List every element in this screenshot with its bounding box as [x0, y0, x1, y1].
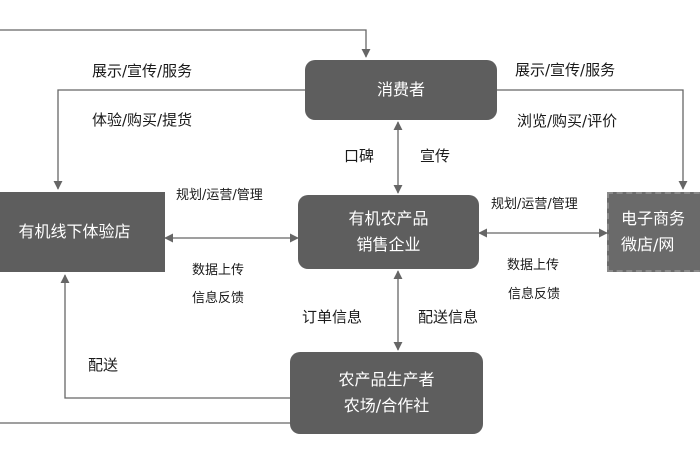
edge-top-loop — [0, 29, 371, 58]
label-delivery-info: 配送信息 — [418, 308, 479, 326]
node-ecommerce-line1: 电子商务 — [621, 209, 686, 228]
edge-producer-offline — [60, 274, 290, 399]
label-plan-right: 规划/运营/管理 — [491, 197, 578, 212]
node-offline-store: 有机线下体验店 — [0, 192, 165, 272]
label-data-left-1: 数据上传 — [192, 263, 245, 278]
node-consumer: 消费者 — [305, 60, 497, 120]
label-data-right-2: 信息反馈 — [508, 287, 561, 302]
node-ecommerce-line2: 微店/网 — [621, 235, 675, 254]
edge-consumer-offline — [53, 89, 305, 190]
node-enterprise-line1: 有机农产品 — [348, 209, 429, 228]
node-enterprise: 有机农产品 销售企业 — [298, 195, 479, 269]
node-consumer-label: 消费者 — [376, 80, 425, 99]
edge-consumer-ecommerce — [497, 89, 688, 190]
label-right-top: 展示/宣传/服务 — [515, 61, 616, 79]
label-publicity: 宣传 — [420, 147, 451, 165]
label-delivery: 配送 — [88, 356, 119, 374]
label-data-left-2: 信息反馈 — [192, 291, 245, 306]
label-left-top: 展示/宣传/服务 — [92, 62, 193, 80]
node-enterprise-line2: 销售企业 — [356, 235, 421, 254]
node-offline-store-label: 有机线下体验店 — [18, 222, 131, 241]
node-producer-line2: 农场/合作社 — [343, 396, 430, 415]
node-producer-line1: 农产品生产者 — [338, 370, 435, 389]
label-data-right-1: 数据上传 — [507, 258, 560, 273]
label-word-of-mouth: 口碑 — [344, 147, 375, 165]
node-producer: 农产品生产者 农场/合作社 — [290, 352, 483, 434]
label-plan-left: 规划/运营/管理 — [176, 188, 263, 203]
label-left-bottom: 体验/购买/提货 — [92, 111, 193, 129]
label-order-info: 订单信息 — [302, 308, 363, 326]
node-ecommerce: 电子商务 微店/网 — [607, 192, 700, 272]
label-right-bottom: 浏览/购买/评价 — [517, 112, 618, 130]
